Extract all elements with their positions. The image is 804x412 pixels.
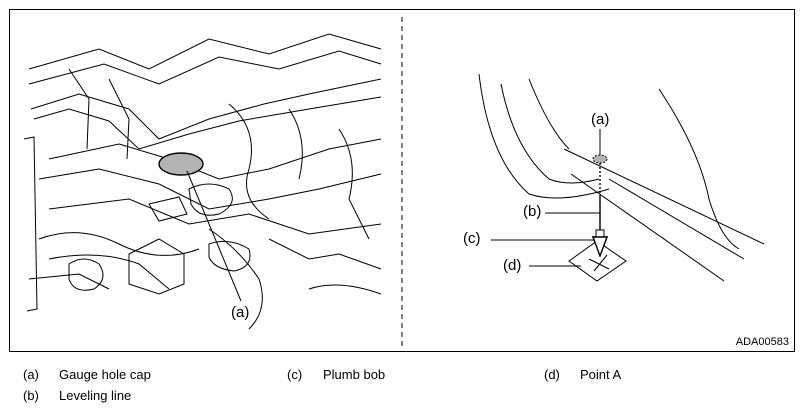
legend-key: (b) [23, 388, 39, 403]
diagram-drawing [9, 9, 795, 352]
legend-label: Leveling line [59, 388, 132, 403]
gauge-hole-cap [158, 152, 204, 176]
diagram-frame: (a) (a) (b) (c) (d) ADA00583 [9, 9, 795, 352]
legend-key: (d) [544, 367, 560, 382]
legend-key: (a) [23, 367, 39, 382]
legend-label: Gauge hole cap [59, 367, 151, 382]
frame-border [9, 9, 795, 352]
point-a-mark [588, 254, 610, 272]
callout-right-a: (a) [591, 111, 610, 128]
plumb-bob-top [595, 229, 605, 238]
plumb-bob-front [591, 236, 609, 259]
legend-key: (c) [287, 367, 303, 382]
point-a-sheet [568, 240, 627, 282]
figure-code: ADA00583 [735, 336, 789, 348]
legend-label: Point A [580, 367, 622, 382]
legend-label: Plumb bob [323, 367, 386, 382]
callout-right-d: (d) [503, 257, 522, 274]
gauge-hole-cap-small [592, 154, 608, 164]
wheel-and-frame-illustration [478, 73, 765, 282]
legend: (a) Gauge hole cap (c) Plumb bob (d) Poi… [0, 358, 804, 412]
underbody-illustration [23, 33, 382, 330]
callout-right-b: (b) [523, 203, 542, 220]
callout-left-a: (a) [231, 304, 250, 321]
leader-left-a [186, 170, 242, 302]
callout-right-c: (c) [463, 230, 481, 247]
